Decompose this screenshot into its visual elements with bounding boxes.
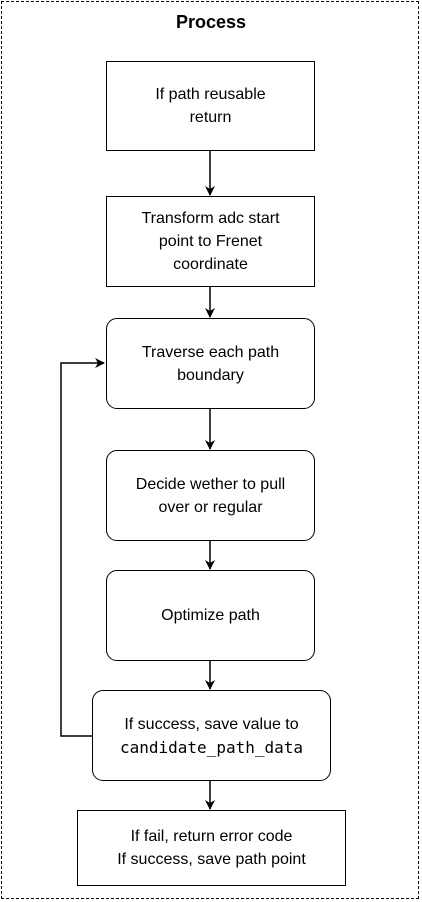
step-transform-line-3: coordinate (173, 256, 248, 273)
step-traverse-line-2: boundary (177, 366, 244, 384)
step-optimize-line-1: Optimize path (161, 607, 260, 624)
step-save: If success, save value to candidate_path… (92, 690, 331, 781)
step-decide-line-2: over or regular (158, 498, 263, 516)
diagram-title: Process (175, 12, 247, 32)
step-decide-line-1: Decide wether to pull (135, 475, 286, 493)
step-reusable: If path reusable return (106, 61, 315, 151)
step-traverse-line-1: Traverse each path (141, 343, 280, 361)
step-optimize: Optimize path (106, 570, 315, 661)
step-traverse: Traverse each path boundary (106, 318, 315, 409)
step-decide: Decide wether to pull over or regular (106, 450, 315, 541)
step-reusable-line-2: return (189, 109, 232, 126)
step-save-code: candidate_path_data (119, 737, 304, 757)
step-result-line-1: If fail, return error code (130, 828, 293, 845)
step-save-line-1: If success, save value to (124, 715, 299, 733)
step-transform-line-2: point to Frenet (158, 233, 263, 250)
step-result: If fail, return error code If success, s… (77, 810, 346, 886)
step-reusable-line-1: If path reusable (155, 86, 266, 103)
step-transform: Transform adc start point to Frenet coor… (106, 196, 315, 287)
step-transform-line-1: Transform adc start (141, 210, 280, 227)
step-result-line-2: If success, save path point (117, 851, 306, 868)
